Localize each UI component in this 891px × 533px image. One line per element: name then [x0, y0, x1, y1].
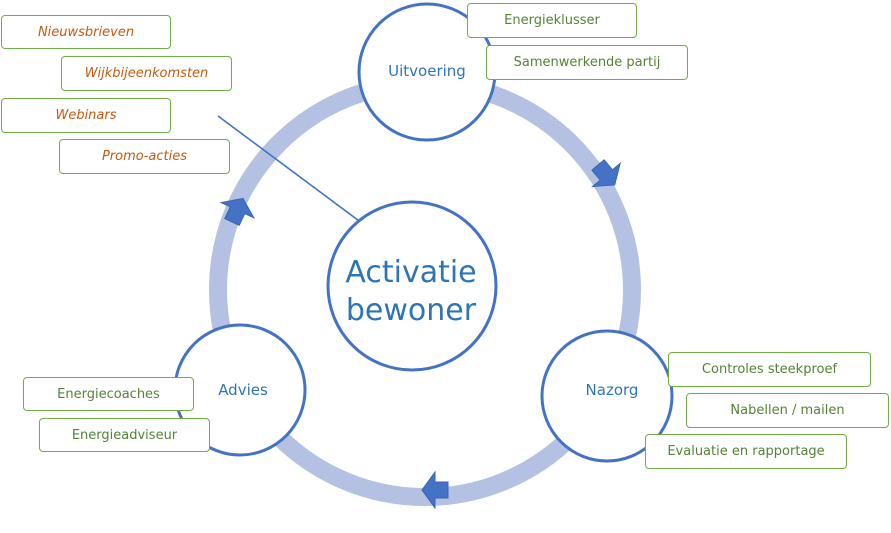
nazorg-label: Nazorg: [585, 381, 639, 399]
center-title-line1: Activatie: [345, 255, 477, 290]
nazorg-circle: [540, 329, 674, 463]
center-title-line2: bewoner: [345, 293, 477, 328]
activatie-item-promo-acties: Promo-acties: [59, 139, 230, 174]
ring-arrow-up-icon: [219, 197, 255, 227]
uitvoering-item-samenwerkende-partij: Samenwerkende partij: [486, 45, 688, 80]
uitvoering-item-energieklusser: Energieklusser: [467, 3, 637, 38]
ring-arrow-right-icon: [591, 159, 622, 188]
ring-arrow-left-icon: [421, 470, 449, 510]
nazorg-item-controles-steekproef: Controles steekproef: [668, 352, 871, 387]
advies-label: Advies: [218, 381, 268, 399]
uitvoering-label: Uitvoering: [388, 62, 466, 80]
advies-item-energieadviseur: Energieadviseur: [39, 418, 210, 452]
center-title: Activatie bewoner: [326, 254, 496, 330]
activatie-item-wijkbijeenkomsten: Wijkbijeenkomsten: [61, 56, 232, 91]
activatie-item-nieuwsbrieven: Nieuwsbrieven: [1, 15, 171, 49]
activatie-item-webinars: Webinars: [1, 98, 171, 133]
nazorg-item-nabellen-mailen: Nabellen / mailen: [686, 393, 889, 428]
center-circle: [326, 200, 498, 372]
nazorg-item-evaluatie-rapportage: Evaluatie en rapportage: [645, 434, 847, 469]
advies-item-energiecoaches: Energiecoaches: [23, 377, 194, 411]
